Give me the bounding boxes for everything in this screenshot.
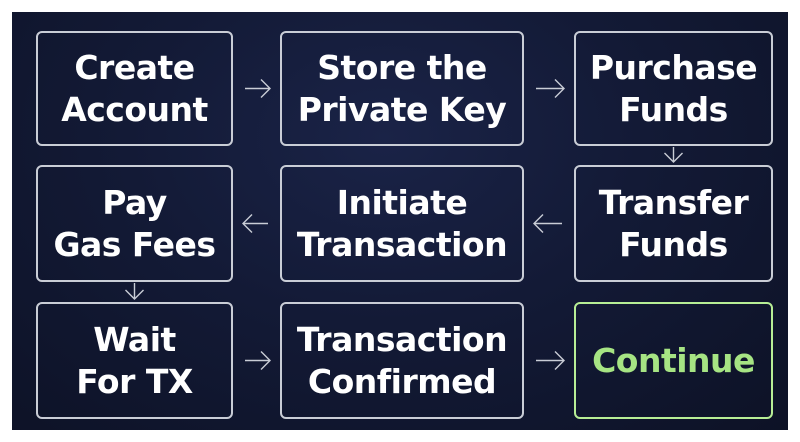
step-label-line: Create: [74, 47, 195, 87]
step-pay-gas-fees: Pay Gas Fees: [36, 165, 233, 282]
flowchart-canvas: Create Account Store the Private Key Pur…: [12, 12, 788, 430]
connector-arrow: [536, 351, 565, 370]
step-label-line: Funds: [619, 224, 728, 264]
step-label-line: Private Key: [297, 89, 507, 129]
step-label-line: Funds: [619, 89, 728, 129]
connector-arrow: [245, 351, 271, 370]
step-label-line: Wait: [93, 319, 176, 359]
step-create-account: Create Account: [36, 31, 233, 146]
connector-arrow: [245, 79, 271, 98]
step-label-line: Purchase: [589, 47, 758, 87]
connector-arrow: [664, 147, 683, 163]
connector-layer: [125, 79, 683, 370]
step-label-line: Account: [61, 89, 208, 129]
step-purchase-funds: Purchase Funds: [574, 31, 773, 146]
step-transaction-confirmed: Transaction Confirmed: [280, 302, 524, 419]
connector-arrow: [533, 214, 562, 233]
step-label-line: Confirmed: [307, 361, 497, 401]
connector-arrow: [125, 283, 144, 300]
step-label-line: Transaction: [296, 319, 508, 359]
step-initiate-transaction: Initiate Transaction: [280, 165, 524, 282]
connector-arrow: [536, 79, 565, 98]
step-label-line: Continue: [592, 340, 755, 380]
connector-arrow: [242, 214, 268, 233]
step-store-private-key: Store the Private Key: [280, 31, 524, 146]
step-transfer-funds: Transfer Funds: [574, 165, 773, 282]
step-continue: Continue: [574, 302, 773, 419]
step-label-line: Store the: [317, 47, 487, 87]
step-label-line: For TX: [76, 361, 193, 401]
step-label-line: Gas Fees: [53, 224, 216, 264]
step-label-line: Initiate: [336, 182, 468, 222]
step-label-line: Pay: [102, 182, 167, 222]
step-label-line: Transfer: [598, 182, 749, 222]
step-wait-for-tx: Wait For TX: [36, 302, 233, 419]
step-label-line: Transaction: [296, 224, 508, 264]
